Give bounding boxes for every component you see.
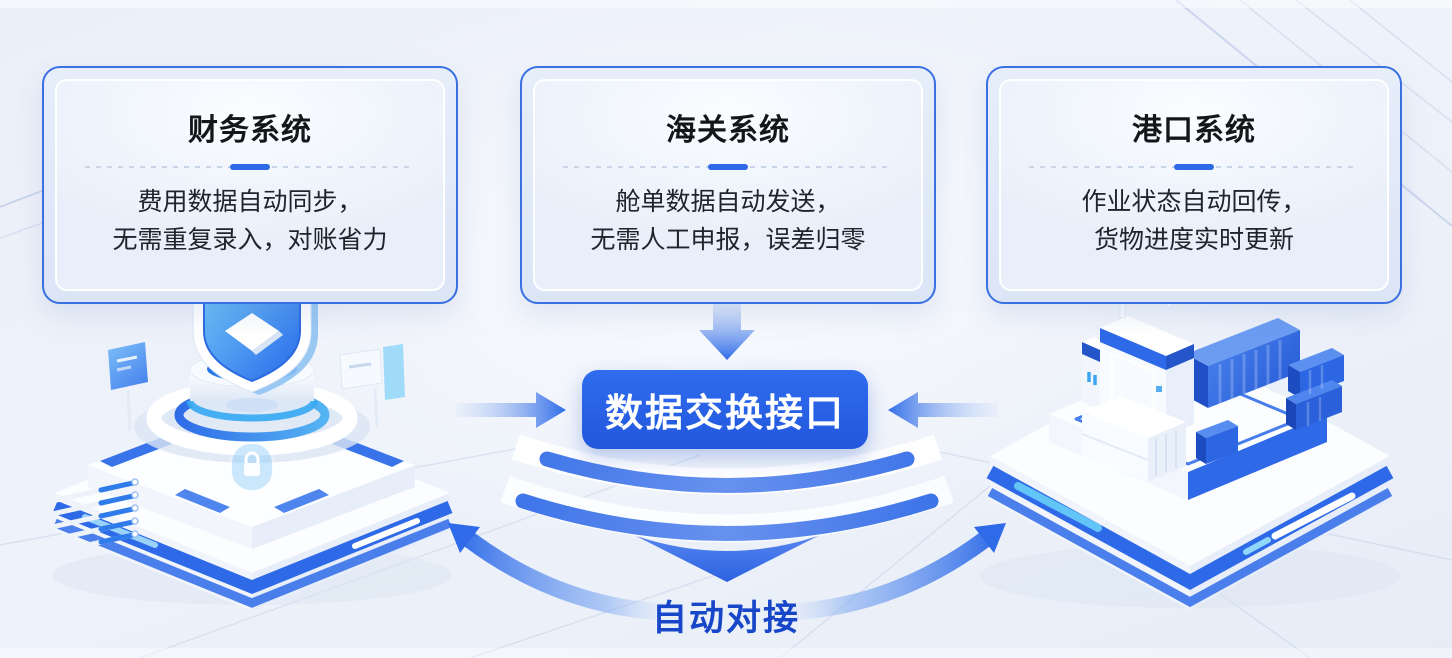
card-finance-description: 费用数据自动同步， 无需重复录入，对账省力 bbox=[57, 183, 443, 259]
card-customs-divider bbox=[563, 164, 893, 170]
card-finance-line1: 费用数据自动同步， bbox=[137, 188, 363, 216]
right-pointing-arrow-icon bbox=[456, 392, 566, 428]
card-finance-system: 财务系统 费用数据自动同步， 无需重复录入，对账省力 bbox=[42, 66, 458, 304]
security-shield-platform-icon bbox=[25, 267, 453, 611]
card-customs-inner-panel: 海关系统 舱单数据自动发送， 无需人工申报，误差归零 bbox=[533, 79, 923, 291]
left-pointing-arrow-icon bbox=[888, 392, 998, 428]
card-finance-title: 财务系统 bbox=[188, 114, 312, 147]
card-customs-description: 舱单数据自动发送， 无需人工申报，误差归零 bbox=[535, 183, 921, 259]
card-customs-line2: 无需人工申报，误差归零 bbox=[590, 226, 866, 254]
card-port-description: 作业状态自动回传， 货物进度实时更新 bbox=[1001, 183, 1387, 259]
down-arrow-icon bbox=[699, 304, 755, 360]
card-finance-inner-panel: 财务系统 费用数据自动同步， 无需重复录入，对账省力 bbox=[55, 79, 445, 291]
card-port-line2: 货物进度实时更新 bbox=[1093, 226, 1294, 254]
card-port-divider bbox=[1029, 164, 1359, 170]
data-exchange-interface-badge: 数据交换接口 bbox=[582, 370, 868, 449]
card-port-title: 港口系统 bbox=[1132, 114, 1256, 147]
card-customs-line1: 舱单数据自动发送， bbox=[615, 188, 841, 216]
ripple-waves-icon bbox=[500, 434, 954, 582]
divider-accent bbox=[230, 164, 270, 170]
card-customs-system: 海关系统 舱单数据自动发送， 无需人工申报，误差归零 bbox=[520, 66, 936, 304]
divider-accent bbox=[1174, 164, 1214, 170]
card-port-inner-panel: 港口系统 作业状态自动回传， 货物进度实时更新 bbox=[999, 79, 1389, 291]
auto-docking-label: 自动对接 bbox=[651, 599, 800, 638]
card-finance-line2: 无需重复录入，对账省力 bbox=[112, 226, 388, 254]
curved-double-arrow-icon bbox=[448, 523, 1006, 621]
card-customs-title: 海关系统 bbox=[666, 114, 790, 147]
card-finance-divider bbox=[85, 164, 415, 170]
divider-accent bbox=[708, 164, 748, 170]
card-port-line1: 作业状态自动回传， bbox=[1081, 188, 1307, 216]
card-port-system: 港口系统 作业状态自动回传， 货物进度实时更新 bbox=[986, 66, 1402, 304]
